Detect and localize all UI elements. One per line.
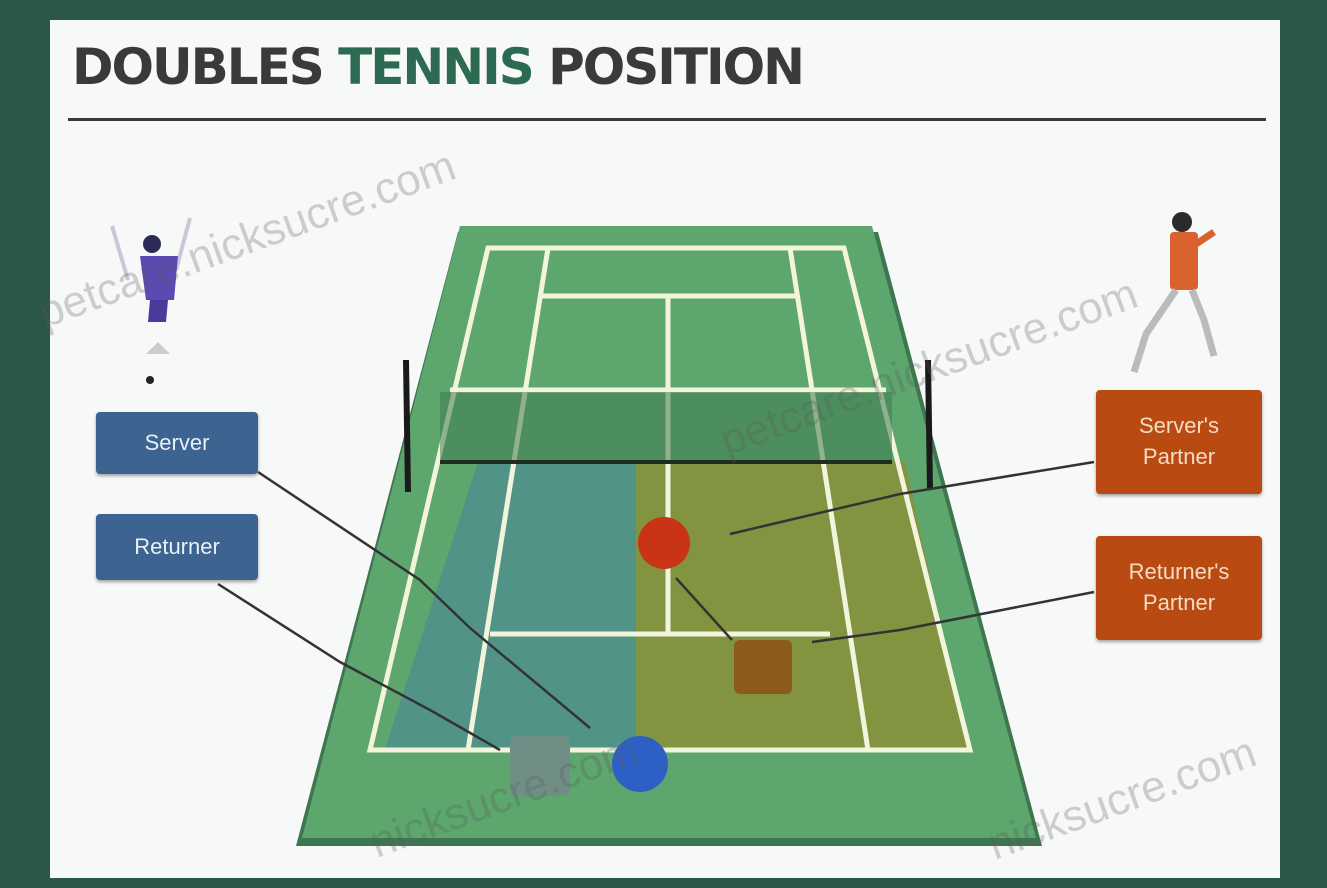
- serving-player-icon: [112, 218, 190, 384]
- returners-partner-label: Returner's Partner: [1096, 536, 1262, 640]
- left-net-post: [406, 360, 408, 492]
- tennis-net: [440, 392, 892, 462]
- servers-partner-label-text: Server's Partner: [1110, 411, 1248, 473]
- returner-marker: [612, 736, 668, 792]
- server-marker: [638, 517, 690, 569]
- server-label-text: Server: [145, 428, 210, 459]
- returner-label: Returner: [96, 514, 258, 580]
- server-label: Server: [96, 412, 258, 474]
- right-net-post: [928, 360, 930, 490]
- servers-partner-label: Server's Partner: [1096, 390, 1262, 494]
- returners-partner-label-text: Returner's Partner: [1104, 557, 1254, 619]
- server-teammate-marker: [510, 736, 570, 796]
- receiving-player-icon: [1134, 212, 1214, 372]
- returners-partner-marker: [734, 640, 792, 694]
- returner-label-text: Returner: [134, 532, 220, 563]
